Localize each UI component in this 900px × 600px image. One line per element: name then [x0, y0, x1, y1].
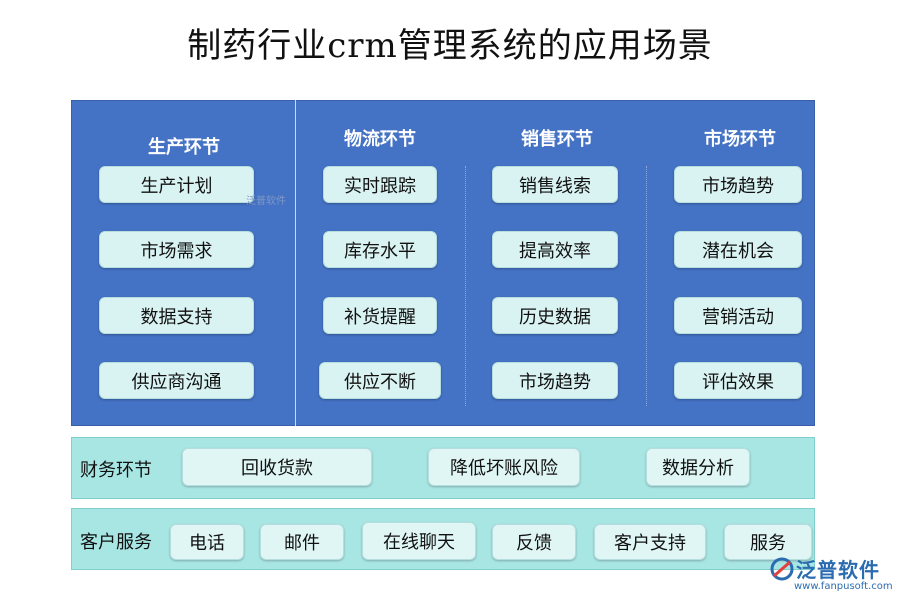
node-sales-4: 市场趋势	[492, 362, 618, 399]
node-sales-1: 销售线索	[492, 166, 618, 203]
node-logistics-1: 实时跟踪	[323, 166, 437, 203]
node-marketing-1: 市场趋势	[674, 166, 802, 203]
service-node-5: 客户支持	[594, 524, 706, 560]
node-production-2: 市场需求	[99, 231, 254, 268]
watermark: 泛普软件	[246, 196, 286, 207]
column-heading-logistics: 物流环节	[344, 129, 416, 150]
column-divider-dotted	[465, 166, 466, 406]
service-node-2: 邮件	[260, 524, 344, 560]
logo-url: www.fanpusoft.com	[794, 581, 893, 592]
service-node-4: 反馈	[492, 524, 576, 560]
node-marketing-2: 潜在机会	[674, 231, 802, 268]
node-logistics-4: 供应不断	[319, 362, 441, 399]
node-logistics-3: 补货提醒	[323, 297, 437, 334]
page-title: 制药行业crm管理系统的应用场景	[187, 26, 713, 66]
node-production-4: 供应商沟通	[99, 362, 254, 399]
service-node-6: 服务	[724, 524, 812, 560]
node-production-1: 生产计划	[99, 166, 254, 203]
brand-logo: 泛普软件 www.fanpusoft.com	[770, 554, 898, 598]
finance-label: 财务环节	[80, 460, 152, 481]
logo-name: 泛普软件	[796, 558, 880, 582]
node-logistics-2: 库存水平	[323, 231, 437, 268]
service-label: 客户服务	[80, 532, 152, 553]
node-production-3: 数据支持	[99, 297, 254, 334]
column-divider	[295, 100, 296, 426]
finance-node-2: 降低坏账风险	[428, 448, 580, 486]
service-node-3: 在线聊天	[362, 522, 476, 560]
node-sales-3: 历史数据	[492, 297, 618, 334]
column-heading-sales: 销售环节	[521, 129, 593, 150]
node-sales-2: 提高效率	[492, 231, 618, 268]
column-heading-production: 生产环节	[148, 137, 220, 158]
logo-icon	[770, 557, 794, 581]
service-node-1: 电话	[170, 524, 244, 560]
column-heading-marketing: 市场环节	[704, 129, 776, 150]
column-divider-dotted	[646, 166, 647, 406]
node-marketing-3: 营销活动	[674, 297, 802, 334]
node-marketing-4: 评估效果	[674, 362, 802, 399]
finance-node-3: 数据分析	[646, 448, 750, 486]
finance-node-1: 回收货款	[182, 448, 372, 486]
